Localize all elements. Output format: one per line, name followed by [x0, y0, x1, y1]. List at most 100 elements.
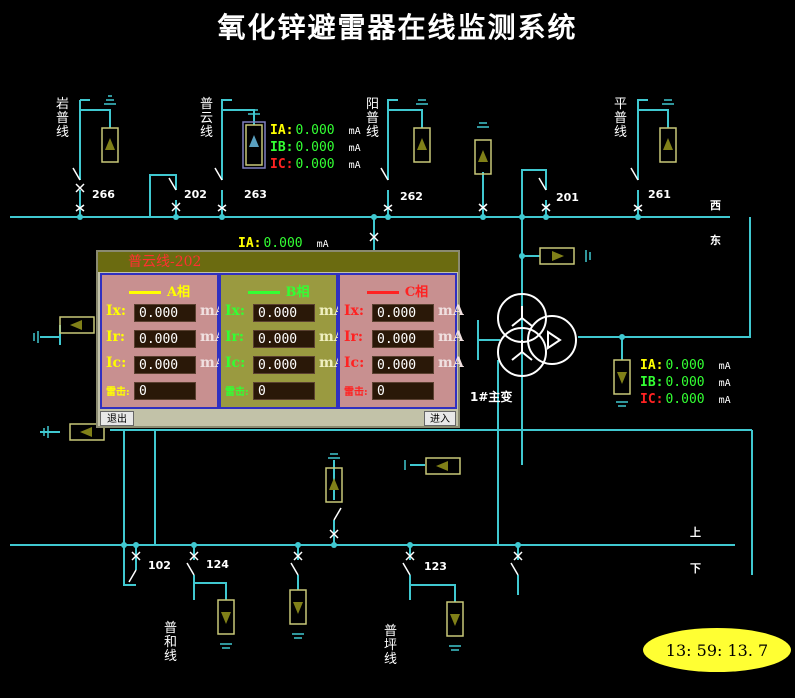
strike-label: 雷击:	[225, 387, 249, 398]
switch-label-124: 124	[206, 558, 229, 571]
phase-b-header: B相	[221, 281, 336, 300]
feeder-label-pingpu: 平普线	[614, 97, 628, 140]
ir-unit: mA	[438, 329, 464, 345]
ic-unit: mA	[348, 160, 361, 171]
ic-value-field: 0.000	[253, 356, 315, 374]
ia-label: IA:	[238, 236, 262, 251]
ic-unit: mA	[718, 395, 731, 406]
clock-display: 13: 59: 13. 7	[643, 628, 791, 672]
feeder-label-yangpu: 阳普线	[366, 97, 380, 140]
ir-value-field: 0.000	[134, 330, 196, 348]
ir-value-field: 0.000	[253, 330, 315, 348]
ib-value: 0.000	[665, 375, 705, 390]
switch-label-123: 123	[424, 560, 447, 573]
phase-b-label: B相	[285, 285, 310, 300]
ir-label: Ir:	[344, 329, 364, 345]
ia-label: IA:	[640, 358, 664, 373]
feeder-label-puyun: 普云线	[200, 97, 214, 140]
ia-unit: mA	[348, 126, 361, 137]
dialog-title: 普云线-202	[98, 252, 458, 272]
phase-a-label: A相	[166, 285, 191, 300]
switch-label-262: 262	[400, 190, 423, 203]
phase-a-header: A相	[102, 281, 217, 300]
phase-c-header: C相	[340, 281, 455, 300]
ix-value-field: 0.000	[372, 304, 434, 322]
bus-label-west: 西	[710, 199, 721, 212]
ia-value: 0.000	[295, 123, 335, 138]
ic-value: 0.000	[295, 157, 335, 172]
ia-unit: mA	[316, 239, 329, 250]
exit-button[interactable]: 退出	[100, 411, 134, 426]
strike-label: 雷击:	[106, 387, 130, 398]
ib-unit: mA	[718, 378, 731, 389]
switch-label-266: 266	[92, 188, 115, 201]
strike-value-field: 0	[372, 382, 434, 400]
feeder-label-yanpu: 岩普线	[56, 97, 70, 140]
ib-label: IB:	[270, 140, 294, 155]
ic-unit: mA	[438, 355, 464, 371]
ir-label: Ir:	[225, 329, 245, 345]
ix-value-field: 0.000	[253, 304, 315, 322]
enter-button[interactable]: 进入	[424, 411, 456, 426]
bus-label-up: 上	[690, 526, 701, 539]
strike-label: 雷击:	[344, 387, 368, 398]
feeder-label-puhe: 普和线	[164, 621, 178, 664]
bus-label-down: 下	[690, 562, 701, 575]
ic-value: 0.000	[665, 392, 705, 407]
switch-label-263: 263	[244, 188, 267, 201]
ir-value-field: 0.000	[372, 330, 434, 348]
transformer-symbol	[497, 293, 577, 377]
ix-unit: mA	[438, 303, 464, 319]
ic-value-field: 0.000	[372, 356, 434, 374]
ic-label: Ic:	[344, 355, 365, 371]
ic-label: Ic:	[106, 355, 127, 371]
ib-label: IB:	[640, 375, 664, 390]
ib-value: 0.000	[295, 140, 335, 155]
ic-label: IC:	[640, 392, 664, 407]
strike-row: 雷击: 0	[344, 381, 456, 401]
ia-label: IA:	[270, 123, 294, 138]
ic-value-field: 0.000	[134, 356, 196, 374]
strike-value-field: 0	[134, 382, 196, 400]
readout-partial: IA:0.000 mA	[238, 236, 329, 253]
switch-label-102: 102	[148, 559, 171, 572]
ix-value-field: 0.000	[134, 304, 196, 322]
strike-row: 雷击: 0	[225, 381, 337, 401]
bus-label-east: 东	[710, 234, 721, 247]
ix-label: Ix:	[106, 303, 127, 319]
page-title: 氧化锌避雷器在线监测系统	[217, 11, 578, 44]
strike-value-field: 0	[253, 382, 315, 400]
ia-value: 0.000	[263, 236, 303, 251]
ia-unit: mA	[718, 361, 731, 372]
ic-label: IC:	[270, 157, 294, 172]
ia-value: 0.000	[665, 358, 705, 373]
switch-label-261: 261	[648, 188, 671, 201]
switch-label-201: 201	[556, 191, 579, 204]
ib-unit: mA	[348, 143, 361, 154]
ix-label: Ix:	[225, 303, 246, 319]
strike-row: 雷击: 0	[106, 381, 218, 401]
ic-label: Ic:	[225, 355, 246, 371]
feeder-label-puping: 普坪线	[384, 624, 398, 667]
switch-label-202: 202	[184, 188, 207, 201]
ix-label: Ix:	[344, 303, 365, 319]
transformer-label: 1#主变	[470, 390, 513, 404]
ir-label: Ir:	[106, 329, 126, 345]
